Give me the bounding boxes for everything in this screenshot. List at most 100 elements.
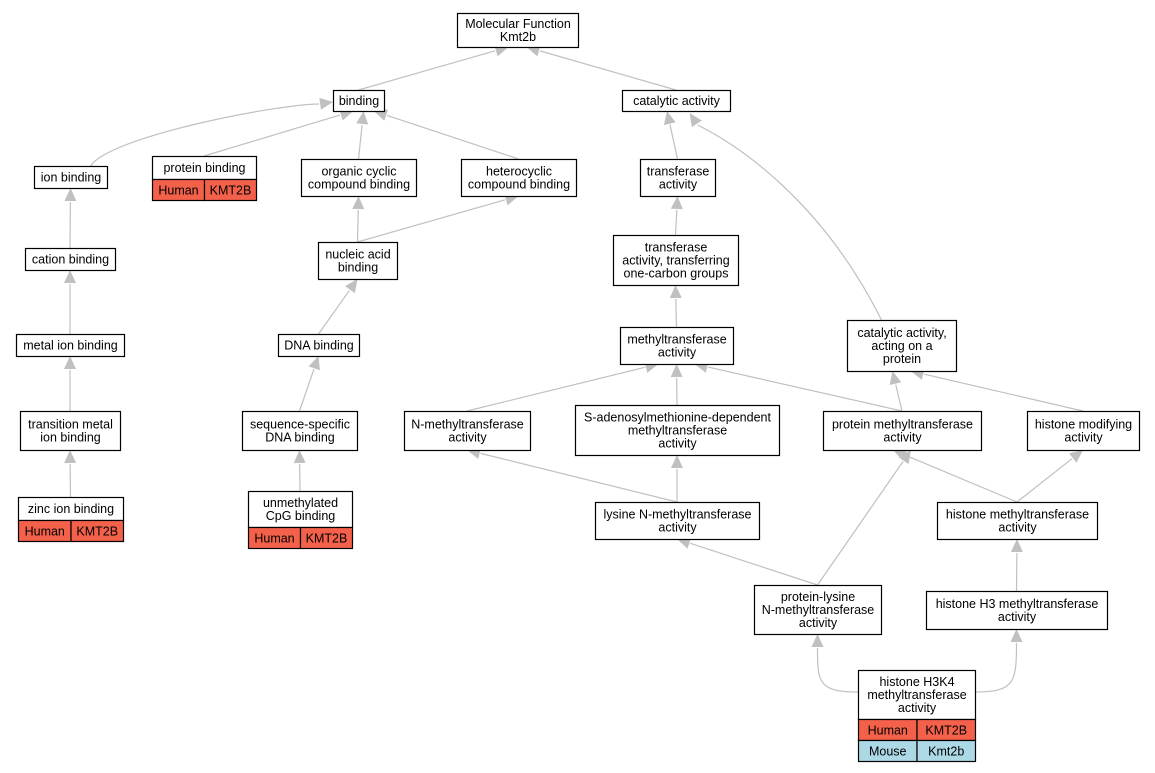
go-term-node-h3k4[interactable]: histone H3K4methyltransferaseactivityHum…: [857, 669, 977, 763]
go-term-label-line: activity: [658, 437, 697, 451]
go-term-label-line: ion binding: [40, 431, 101, 445]
go-term-label-line: activity: [658, 346, 697, 360]
arrowhead-protmethyl-to-catprot: [889, 371, 902, 386]
go-term-label-line: cation binding: [32, 253, 109, 267]
go-term-label-line: N-methyltransferase: [762, 603, 875, 617]
edge-seqdna-to-dna: [298, 369, 315, 412]
go-term-box: [247, 490, 354, 529]
go-term-label-line: histone modifying: [1035, 418, 1132, 432]
go-term-label-line: activity: [799, 616, 838, 630]
arrowhead-transition-to-metal: [64, 356, 76, 369]
go-term-label-line: Molecular Function: [465, 17, 571, 31]
annotation-gene-label: KMT2B: [210, 184, 252, 198]
go-term-label-line: Kmt2b: [500, 30, 536, 44]
edge-h3k4-to-protlys: [816, 647, 859, 693]
annotation-gene-label: KMT2B: [925, 724, 967, 738]
arrowhead-histmethyl-to-histmod: [1069, 450, 1083, 463]
annotation-species-label: Human: [158, 184, 198, 198]
go-term-label-line: N-methyltransferase: [411, 418, 524, 432]
edge-protlys-to-lysine: [690, 542, 818, 586]
annotation-gene-cell: [916, 739, 977, 763]
go-term-label-line: activity: [998, 610, 1037, 624]
go-term-label-line: protein: [883, 352, 921, 366]
go-term-label-line: protein-lysine: [781, 590, 855, 604]
edge-nucleic-to-hetero: [357, 199, 506, 243]
go-term-label-line: catalytic activity: [633, 94, 721, 108]
go-term-node-dna[interactable]: DNA binding: [277, 333, 361, 358]
edge-methyl-to-onecarbon: [675, 298, 678, 328]
go-term-label-line: histone H3 methyltransferase: [936, 597, 1099, 611]
go-term-box: [332, 89, 386, 113]
go-term-box: [19, 410, 122, 452]
go-term-label-line: metal ion binding: [23, 339, 118, 353]
edge-histmethyl-to-protmethyl: [905, 454, 1018, 503]
arrowhead-zinc-to-transition: [64, 450, 77, 464]
arrowhead-metal-to-cation: [64, 270, 76, 283]
go-term-label-line: CpG binding: [266, 509, 336, 523]
arrowhead-protlys-to-protmethyl: [898, 450, 911, 465]
annotation-gene-cell: [203, 178, 258, 202]
arrowhead-h3methyl-to-histmethyl: [1010, 539, 1023, 553]
go-term-node-binding[interactable]: binding: [332, 89, 386, 113]
go-term-label-line: catalytic activity,: [857, 326, 946, 340]
go-term-node-metal[interactable]: metal ion binding: [15, 333, 126, 358]
go-term-label-line: methyltransferase: [628, 424, 727, 438]
annotation-species-label: Human: [868, 724, 908, 738]
go-term-box: [857, 669, 977, 721]
go-term-node-sam[interactable]: S-adenosylmethionine-dependentmethyltran…: [574, 404, 781, 457]
annotation-species-label: Human: [254, 532, 294, 546]
annotation-species-label: Human: [25, 525, 65, 539]
go-term-box: [936, 501, 1099, 541]
go-term-box: [574, 404, 781, 457]
go-term-node-protlys[interactable]: protein-lysineN-methyltransferaseactivit…: [753, 584, 883, 636]
go-term-node-cation[interactable]: cation binding: [24, 247, 117, 272]
go-term-label-line: lysine N-methyltransferase: [604, 508, 752, 522]
go-term-box: [403, 410, 532, 452]
go-term-box: [241, 410, 359, 452]
edge-histmod-to-catprot: [924, 373, 1084, 412]
go-term-box: [822, 410, 983, 452]
go-term-node-ionbind[interactable]: ion binding: [33, 165, 109, 190]
arrowhead-organic-to-binding: [356, 111, 369, 125]
annotation-gene-label: KMT2B: [76, 525, 118, 539]
arrowhead-transferase-to-catalytic: [663, 111, 676, 125]
arrowhead-lysine-to-sam: [671, 455, 683, 468]
annotation-gene-cell: [299, 526, 354, 550]
edge-h3k4-to-h3methyl: [974, 642, 1018, 693]
go-term-box: [24, 247, 117, 272]
go-term-label-line: nucleic acid: [325, 248, 390, 262]
go-term-box: [317, 241, 399, 281]
edge-binding-to-root: [358, 50, 496, 91]
go-term-label-line: protein binding: [163, 161, 245, 175]
go-term-label-line: ion binding: [41, 171, 102, 185]
annotation-gene-cell: [70, 519, 125, 543]
go-term-label-line: transferase: [647, 165, 710, 179]
go-term-label-line: binding: [338, 261, 378, 275]
arrowhead-nucleic-to-organic: [352, 196, 365, 210]
go-term-label-line: activity: [883, 431, 922, 445]
arrowhead-cpg-to-seqdna: [293, 450, 306, 464]
go-term-label-line: unmethylated: [263, 496, 338, 510]
go-term-node-catalytic[interactable]: catalytic activity: [621, 89, 732, 113]
